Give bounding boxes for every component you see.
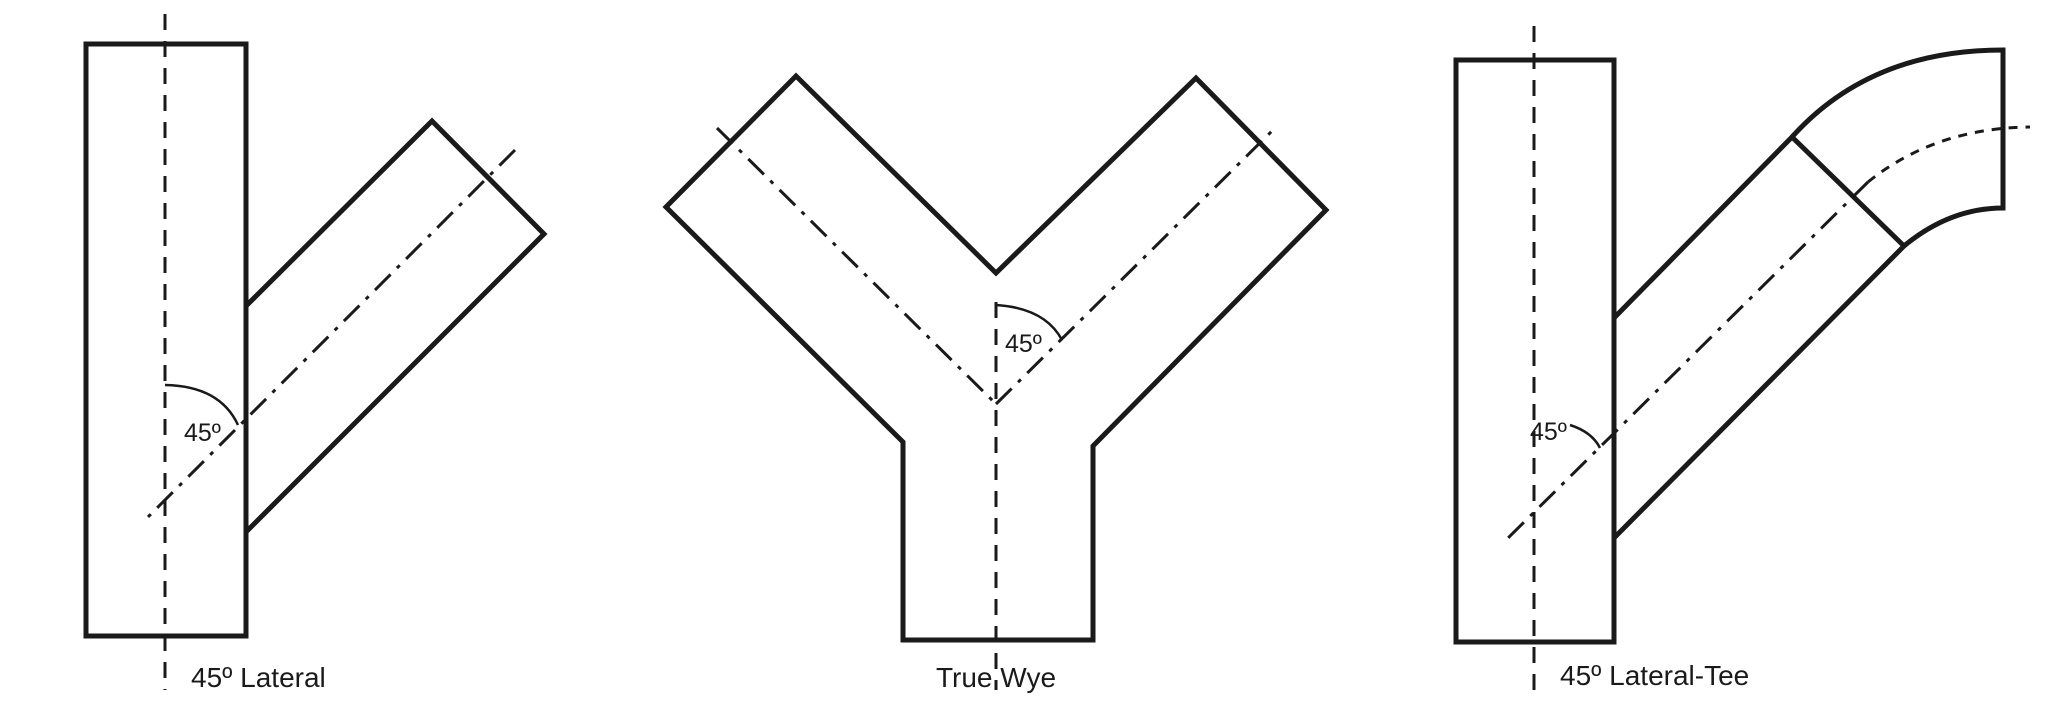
lateral-caption: 45º Lateral xyxy=(191,662,326,693)
fitting-true-wye: 45º True Wye xyxy=(662,72,1330,693)
wye-angle-arc xyxy=(995,303,1064,341)
lateral-tee-branch-centerline xyxy=(1506,180,1870,540)
fitting-45-lateral-tee: 45º 45º Lateral-Tee xyxy=(1453,26,2031,691)
lateral-tee-angle-label: 45º xyxy=(1530,418,1567,446)
wye-right-centerline xyxy=(994,126,1277,406)
lateral-tee-elbow-centerline xyxy=(1867,125,2031,184)
wye-caption: True Wye xyxy=(936,662,1056,693)
fitting-45-lateral: 45º 45º Lateral xyxy=(83,14,548,693)
lateral-tee-caption: 45º Lateral-Tee xyxy=(1560,660,1749,691)
lateral-branch-centerline xyxy=(140,148,517,525)
lateral-angle-label: 45º xyxy=(184,419,221,447)
wye-left-centerline xyxy=(715,126,998,406)
lateral-tee-angle-arc xyxy=(1569,423,1602,449)
lateral-branch-pipe xyxy=(244,117,548,534)
wye-angle-label: 45º xyxy=(1005,330,1042,358)
wye-body xyxy=(662,72,1330,643)
lateral-tee-branch-pipe xyxy=(1612,133,1908,540)
lateral-angle-arc xyxy=(164,383,240,426)
lateral-tee-elbow xyxy=(1790,47,2006,248)
